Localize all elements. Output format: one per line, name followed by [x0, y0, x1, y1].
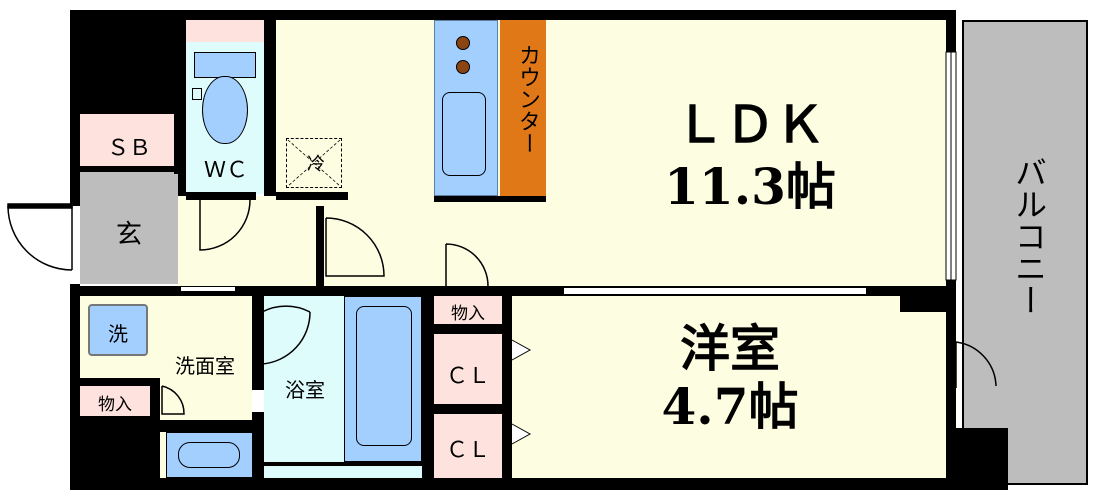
sb-room: [80, 114, 174, 170]
wall-bath-right: [422, 294, 434, 480]
storage-label-1: 物入: [451, 304, 485, 324]
sb-label: ＳＢ: [106, 136, 151, 161]
ldk-door: [445, 243, 489, 287]
toilet-tank: [194, 52, 256, 78]
western-room: [512, 296, 946, 478]
outer-wall-left-mid: [70, 114, 80, 206]
wall-wc-left: [178, 20, 186, 196]
washroom-door: [261, 305, 311, 365]
wall-storage2-top: [80, 378, 160, 386]
fridge-cross: [287, 139, 341, 187]
wall-sb-bottom: [80, 166, 178, 172]
kitchen-sink: [442, 92, 486, 176]
ldk-room: [264, 20, 946, 286]
balcony-label: バルコニー: [1010, 156, 1048, 316]
storage-2-box: [80, 386, 150, 416]
hallway: [178, 196, 268, 286]
entrance-door: [7, 203, 73, 271]
balcony-window: [945, 51, 957, 281]
wall-sb-right: [174, 114, 180, 174]
outer-wall-top: [70, 10, 956, 20]
balcony-door: [955, 341, 997, 388]
storage-label-2: 物入: [98, 395, 132, 415]
storage-door: [161, 385, 185, 415]
storage-1-box: [432, 296, 502, 324]
entrance-label: 玄: [115, 220, 142, 250]
wc-label: ＷＣ: [203, 158, 248, 183]
wc-top-strip: [186, 20, 264, 42]
wall-storage2-side: [150, 378, 160, 416]
wall-hall-divider: [316, 206, 324, 288]
wall-closet-divider: [432, 404, 504, 414]
closet-1-box: [434, 334, 502, 404]
wall-washroom-right-lower: [252, 412, 264, 478]
closet-doors: [511, 339, 532, 445]
washroom-label: 洗面室: [175, 354, 235, 378]
toilet-paper: [192, 88, 202, 100]
washer-label: 洗: [108, 322, 128, 346]
wall-bath-bottom-strip: [264, 462, 422, 466]
vanity-basin: [178, 442, 240, 468]
wall-mid-horizontal: [80, 286, 514, 296]
counter-label: カウンター: [515, 44, 540, 154]
western-room-size-label: 4.7帖: [661, 377, 799, 436]
outer-wall-left-block: [70, 10, 186, 114]
closet-2-box: [434, 414, 502, 480]
wall-closet-right: [502, 294, 512, 480]
fridge-label: 冷: [307, 154, 325, 175]
outer-wall-left-lower: [70, 284, 80, 490]
counter: [500, 20, 546, 196]
western-room-label: 洋室: [680, 319, 780, 378]
ldk-size-label: 11.3帖: [664, 157, 836, 216]
closet-label-1: ＣＬ: [445, 364, 490, 389]
wall-kitchen-bottom: [434, 196, 546, 202]
corner-block-bottom-left: [70, 416, 160, 490]
bath-label: 浴室: [285, 378, 325, 402]
fridge-space: [286, 138, 342, 188]
wall-washroom-right: [252, 294, 264, 390]
wall-storage1-bottom: [432, 324, 504, 334]
wall-right-lower-block: [946, 428, 1008, 490]
entrance-room: [80, 170, 178, 284]
wall-washroom-inner: [156, 420, 254, 432]
wall-wc-right: [264, 20, 276, 196]
hall-door: [325, 217, 385, 277]
toilet-bowl: [202, 76, 248, 144]
outer-wall-bottom: [70, 478, 956, 490]
wall-mid-horizontal-far: [868, 286, 948, 296]
balcony-floor: [962, 20, 1088, 485]
stove-burner: [456, 36, 470, 50]
wc-door: [199, 199, 251, 251]
stove-burner: [456, 60, 470, 74]
wall-wc-bottom: [186, 192, 256, 200]
closet-label-2: ＣＬ: [445, 438, 490, 463]
washing-machine: [88, 304, 148, 356]
ldk-label: ＬＤＫ: [675, 95, 825, 154]
wall-fridge-bottom: [276, 192, 348, 200]
sliding-door-western: [562, 286, 868, 296]
sliding-door-entrance: [180, 286, 236, 292]
wall-mid-horizontal-right: [502, 286, 562, 296]
bathtub-inner: [356, 306, 412, 446]
